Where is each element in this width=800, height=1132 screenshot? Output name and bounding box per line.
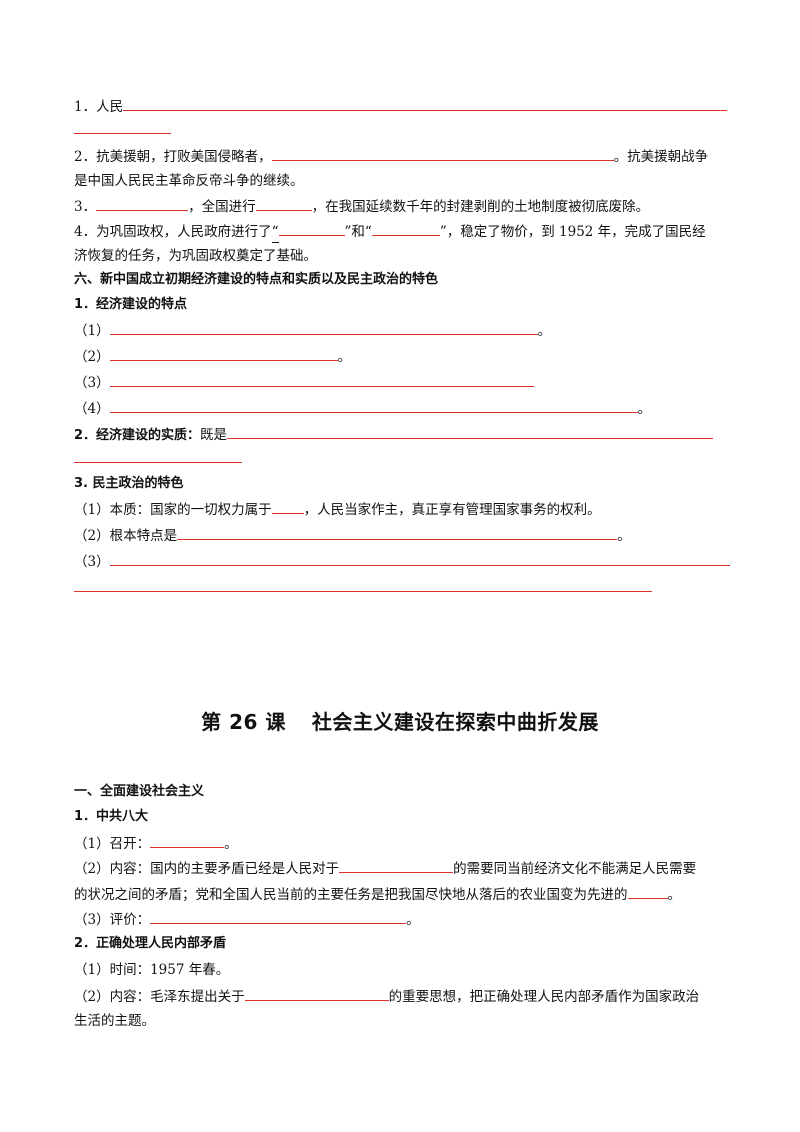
contradiction-1: （1）时间：1957 年春。 <box>74 962 230 978</box>
feature-1-prefix: （1） <box>74 323 110 339</box>
blank-field[interactable] <box>627 884 668 899</box>
quote-mid: ”和“ <box>344 224 372 240</box>
part-1-sub1: 1．中共八大 <box>74 809 149 824</box>
blank-field[interactable] <box>109 320 538 335</box>
item-4-prefix: 4．为巩固政权，人民政府进行了 <box>74 224 272 240</box>
congress-1: （1）召开： 。 <box>74 833 728 854</box>
feature-2: （2） 。 <box>74 346 728 367</box>
period: 。 <box>537 323 552 339</box>
section-6-sub2: 2．经济建设的实质：既是 <box>74 424 728 446</box>
period: 。 <box>224 836 238 852</box>
lesson-name: 社会主义建设在探索中曲折发展 <box>311 710 599 734</box>
congress-3-prefix: （3）评价： <box>74 912 151 928</box>
lesson-title: 第 26 课 社会主义建设在探索中曲折发展 <box>0 706 800 735</box>
blank-field[interactable] <box>109 346 338 361</box>
blank-field[interactable] <box>339 858 454 873</box>
feature-3: （3） <box>74 372 728 393</box>
blank-field[interactable] <box>109 398 638 413</box>
period: 。 <box>337 349 352 365</box>
blank-field[interactable] <box>371 221 440 236</box>
item-2-prefix: 2．抗美援朝，打败美国侵略者， <box>74 149 272 165</box>
blank-field-continuation[interactable] <box>74 462 242 463</box>
congress-2: （2）内容：国内的主要矛盾已经是人民对于 的需要同当前经济文化不能满足人民需要 <box>74 858 728 879</box>
blank-field[interactable] <box>150 909 407 924</box>
contradiction-2-prefix: （2）内容：毛泽东提出关于 <box>74 989 245 1005</box>
feature-2-prefix: （2） <box>74 349 110 365</box>
item-4: 4．为巩固政权，人民政府进行了“ ”和“ ”，稳定了物价，到 1952 年，完成了国… <box>74 221 728 243</box>
feature-4-prefix: （4） <box>74 401 110 417</box>
congress-2-mid: 的需要同当前经济文化不能满足人民需要 <box>453 861 697 877</box>
item-3-prefix: 3． <box>74 199 97 215</box>
part-1-sub2: 2．正确处理人民内部矛盾 <box>74 936 227 951</box>
congress-2-continuation: 的状况之间的矛盾；党和全国人民当前的主要任务是把我国尽快地从落后的农业国变为先进… <box>74 884 728 905</box>
blank-field[interactable] <box>150 833 225 848</box>
section-6-heading: 六、新中国成立初期经济建设的特点和实质以及民主政治的特色 <box>74 272 439 287</box>
item-3-mid2: ，在我国延续数千年的封建剥削的土地制度被彻底废除。 <box>311 199 650 215</box>
congress-2-prefix: （2）内容：国内的主要矛盾已经是人民对于 <box>74 861 340 877</box>
blank-field[interactable] <box>255 196 312 211</box>
blank-field[interactable] <box>109 372 534 387</box>
period: 。 <box>406 912 420 928</box>
democracy-3: （3） <box>74 551 730 572</box>
contradiction-2-continuation: 生活的主题。 <box>74 1013 155 1029</box>
period: 。 <box>667 887 682 903</box>
sub2-label: 2．经济建设的实质： <box>74 428 201 443</box>
lesson-number: 第 26 课 <box>201 710 286 734</box>
sub2-text: 既是 <box>200 427 228 443</box>
blank-field[interactable] <box>244 986 389 1001</box>
blank-field[interactable] <box>271 146 614 161</box>
democracy-1-prefix: （1）本质：国家的一切权力属于 <box>74 502 272 518</box>
item-1-prefix: 1．人民 <box>74 99 124 115</box>
item-4-suffix: ，稳定了物价，到 1952 年，完成了国民经 <box>446 224 706 240</box>
blank-field[interactable] <box>96 196 189 211</box>
democracy-1: （1）本质：国家的一切权力属于 ，人民当家作主，真正享有管理国家事务的权利。 <box>74 499 728 520</box>
section-6-sub1: 1．经济建设的特点 <box>74 297 188 312</box>
blank-field-continuation[interactable] <box>74 133 171 134</box>
feature-3-prefix: （3） <box>74 375 110 391</box>
quote-close: ” <box>439 224 447 240</box>
congress-1-prefix: （1）召开： <box>74 836 151 852</box>
item-3-mid1: ，全国进行 <box>188 199 256 215</box>
item-1: 1．人民 <box>74 96 728 117</box>
democracy-2-prefix: （2）根本特点是 <box>74 528 178 544</box>
congress-3: （3）评价： 。 <box>74 909 728 930</box>
democracy-2: （2）根本特点是 。 <box>74 525 728 546</box>
blank-field[interactable] <box>271 499 304 514</box>
blank-field[interactable] <box>109 551 730 566</box>
item-4-continuation: 济恢复的任务，为巩固政权奠定了基础。 <box>74 248 317 264</box>
contradiction-2-suffix: 的重要思想，把正确处理人民内部矛盾作为国家政治 <box>388 989 700 1005</box>
quote-open: “ <box>271 222 279 243</box>
part-1-heading: 一、全面建设社会主义 <box>74 784 205 799</box>
item-2-suffix: 。抗美援朝战争 <box>613 149 709 165</box>
democracy-1-suffix: ，人民当家作主，真正享有管理国家事务的权利。 <box>303 502 601 518</box>
item-2-continuation: 是中国人民民主革命反帝斗争的继续。 <box>74 173 304 189</box>
blank-field[interactable] <box>227 424 714 439</box>
contradiction-2: （2）内容：毛泽东提出关于 的重要思想，把正确处理人民内部矛盾作为国家政治 <box>74 986 728 1007</box>
blank-field[interactable] <box>177 525 618 540</box>
period: 。 <box>617 528 631 544</box>
blank-field[interactable] <box>123 96 728 111</box>
item-3: 3． ，全国进行 ，在我国延续数千年的封建剥削的土地制度被彻底废除。 <box>74 196 728 217</box>
feature-1: （1） 。 <box>74 320 728 341</box>
blank-field[interactable] <box>278 221 345 236</box>
item-2: 2．抗美援朝，打败美国侵略者， 。抗美援朝战争 <box>74 146 728 167</box>
congress-2-cont: 的状况之间的矛盾；党和全国人民当前的主要任务是把我国尽快地从落后的农业国变为先进… <box>74 887 628 903</box>
section-6-sub3: 3. 民主政治的特色 <box>74 476 184 491</box>
period: 。 <box>637 401 652 417</box>
democracy-3-prefix: （3） <box>74 554 110 570</box>
feature-4: （4） 。 <box>74 398 728 419</box>
blank-field-continuation[interactable] <box>74 591 652 592</box>
